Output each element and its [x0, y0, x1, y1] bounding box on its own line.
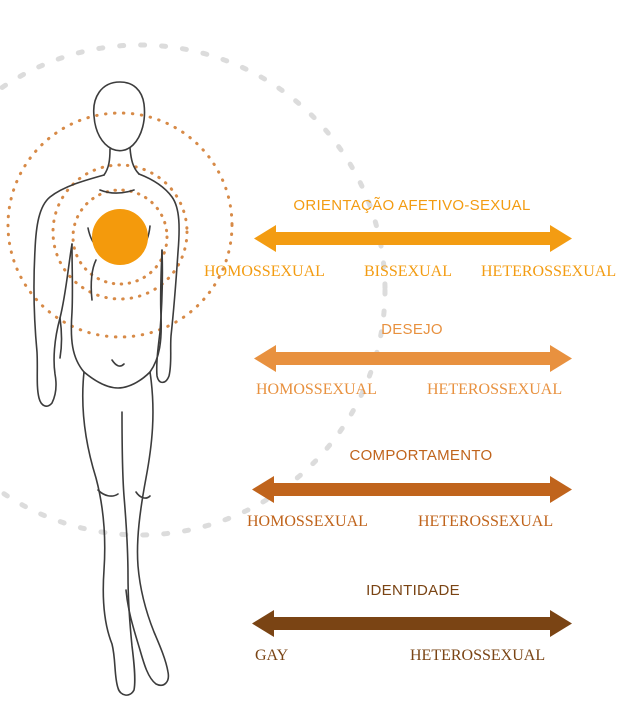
behavior-arrow [252, 476, 572, 503]
orientation-label-bissexual: BISSEXUAL [364, 263, 452, 280]
orientation-arrow [254, 225, 572, 252]
human-figure-sketch-icon [34, 82, 179, 695]
desire-arrow [254, 345, 572, 372]
desire-label-heterossexual: HETEROSSEXUAL [427, 381, 562, 398]
desire-label-homossexual: HOMOSSEXUAL [256, 381, 377, 398]
identity-arrow [252, 610, 572, 637]
outer-dotted-halo [0, 45, 385, 535]
identity-label-heterossexual: HETEROSSEXUAL [410, 647, 545, 664]
identity-label-gay: GAY [255, 647, 289, 664]
orientation-label-heterossexual: HETEROSSEXUAL [481, 263, 616, 280]
behavior-scale: COMPORTAMENTO HOMOSSEXUAL HETEROSSEXUAL [247, 447, 572, 530]
behavior-title: COMPORTAMENTO [349, 447, 492, 464]
orientation-label-homossexual: HOMOSSEXUAL [204, 263, 325, 280]
desire-title: DESEJO [381, 321, 443, 338]
identity-title: IDENTIDADE [366, 582, 460, 599]
behavior-label-heterossexual: HETEROSSEXUAL [418, 513, 553, 530]
orientation-title: ORIENTAÇÃO AFETIVO-SEXUAL [293, 197, 530, 214]
desire-scale: DESEJO HOMOSSEXUAL HETEROSSEXUAL [254, 321, 572, 398]
orientation-scale: ORIENTAÇÃO AFETIVO-SEXUAL HOMOSSEXUAL BI… [204, 197, 616, 280]
filled-circle-heart-icon [92, 209, 148, 265]
behavior-label-homossexual: HOMOSSEXUAL [247, 513, 368, 530]
identity-scale: IDENTIDADE GAY HETEROSSEXUAL [252, 582, 572, 664]
